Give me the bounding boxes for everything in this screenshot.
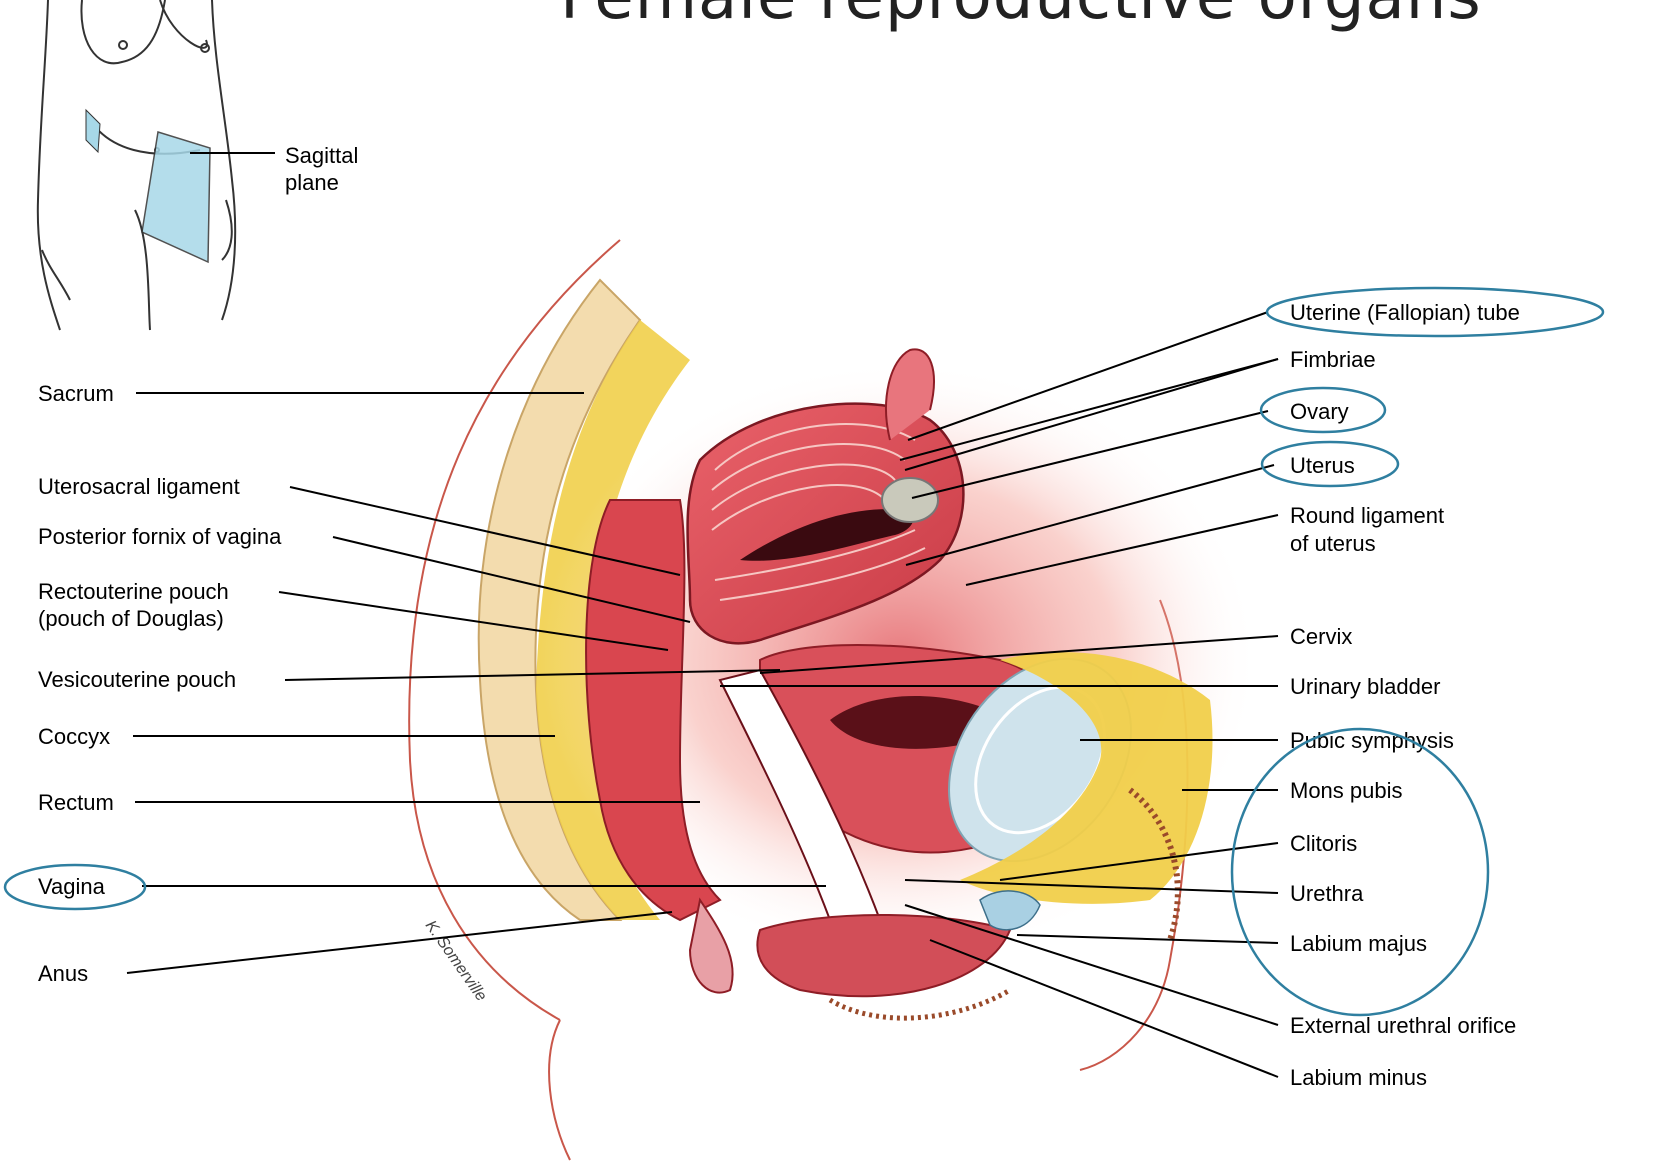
artist-signature: K. Somerville (422, 918, 490, 1005)
leader-labium-majus (1017, 935, 1278, 943)
label-rectouterine-pouch-alt: (pouch of Douglas) (38, 606, 224, 631)
label-uterus: Uterus (1290, 453, 1355, 478)
label-pubic-symphysis: Pubic symphysis (1290, 728, 1454, 753)
label-sacrum: Sacrum (38, 381, 114, 406)
label-anus: Anus (38, 961, 88, 986)
label-clitoris: Clitoris (1290, 831, 1357, 856)
label-rectouterine-pouch: Rectouterine pouch (38, 579, 229, 604)
pelvis-section-artwork (409, 240, 1260, 1160)
label-labium-minus: Labium minus (1290, 1065, 1427, 1090)
leader-anus (127, 912, 672, 973)
label-round-ligament: Round ligament (1290, 503, 1444, 528)
label-round-ligament-line2: of uterus (1290, 531, 1376, 556)
highlight-external-genitalia-group (1232, 729, 1488, 1015)
label-cervix: Cervix (1290, 624, 1352, 649)
inset-label-line1: Sagittal (285, 143, 358, 168)
label-posterior-fornix: Posterior fornix of vagina (38, 524, 282, 549)
inset-label-line2: plane (285, 170, 339, 195)
label-labium-majus: Labium majus (1290, 931, 1427, 956)
label-mons-pubis: Mons pubis (1290, 778, 1403, 803)
label-fimbriae: Fimbriae (1290, 347, 1376, 372)
label-uterine-tube: Uterine (Fallopian) tube (1290, 300, 1520, 325)
label-vesicouterine-pouch: Vesicouterine pouch (38, 667, 236, 692)
label-rectum: Rectum (38, 790, 114, 815)
label-uterosacral-ligament: Uterosacral ligament (38, 474, 240, 499)
label-urinary-bladder: Urinary bladder (1290, 674, 1440, 699)
label-ovary: Ovary (1290, 399, 1349, 424)
sagittal-plane-left-sliver (86, 110, 100, 152)
label-external-urethral-orifice: External urethral orifice (1290, 1013, 1516, 1038)
sagittal-plane-shape (142, 132, 210, 262)
label-coccyx: Coccyx (38, 724, 110, 749)
label-urethra: Urethra (1290, 881, 1364, 906)
label-vagina: Vagina (38, 874, 106, 899)
